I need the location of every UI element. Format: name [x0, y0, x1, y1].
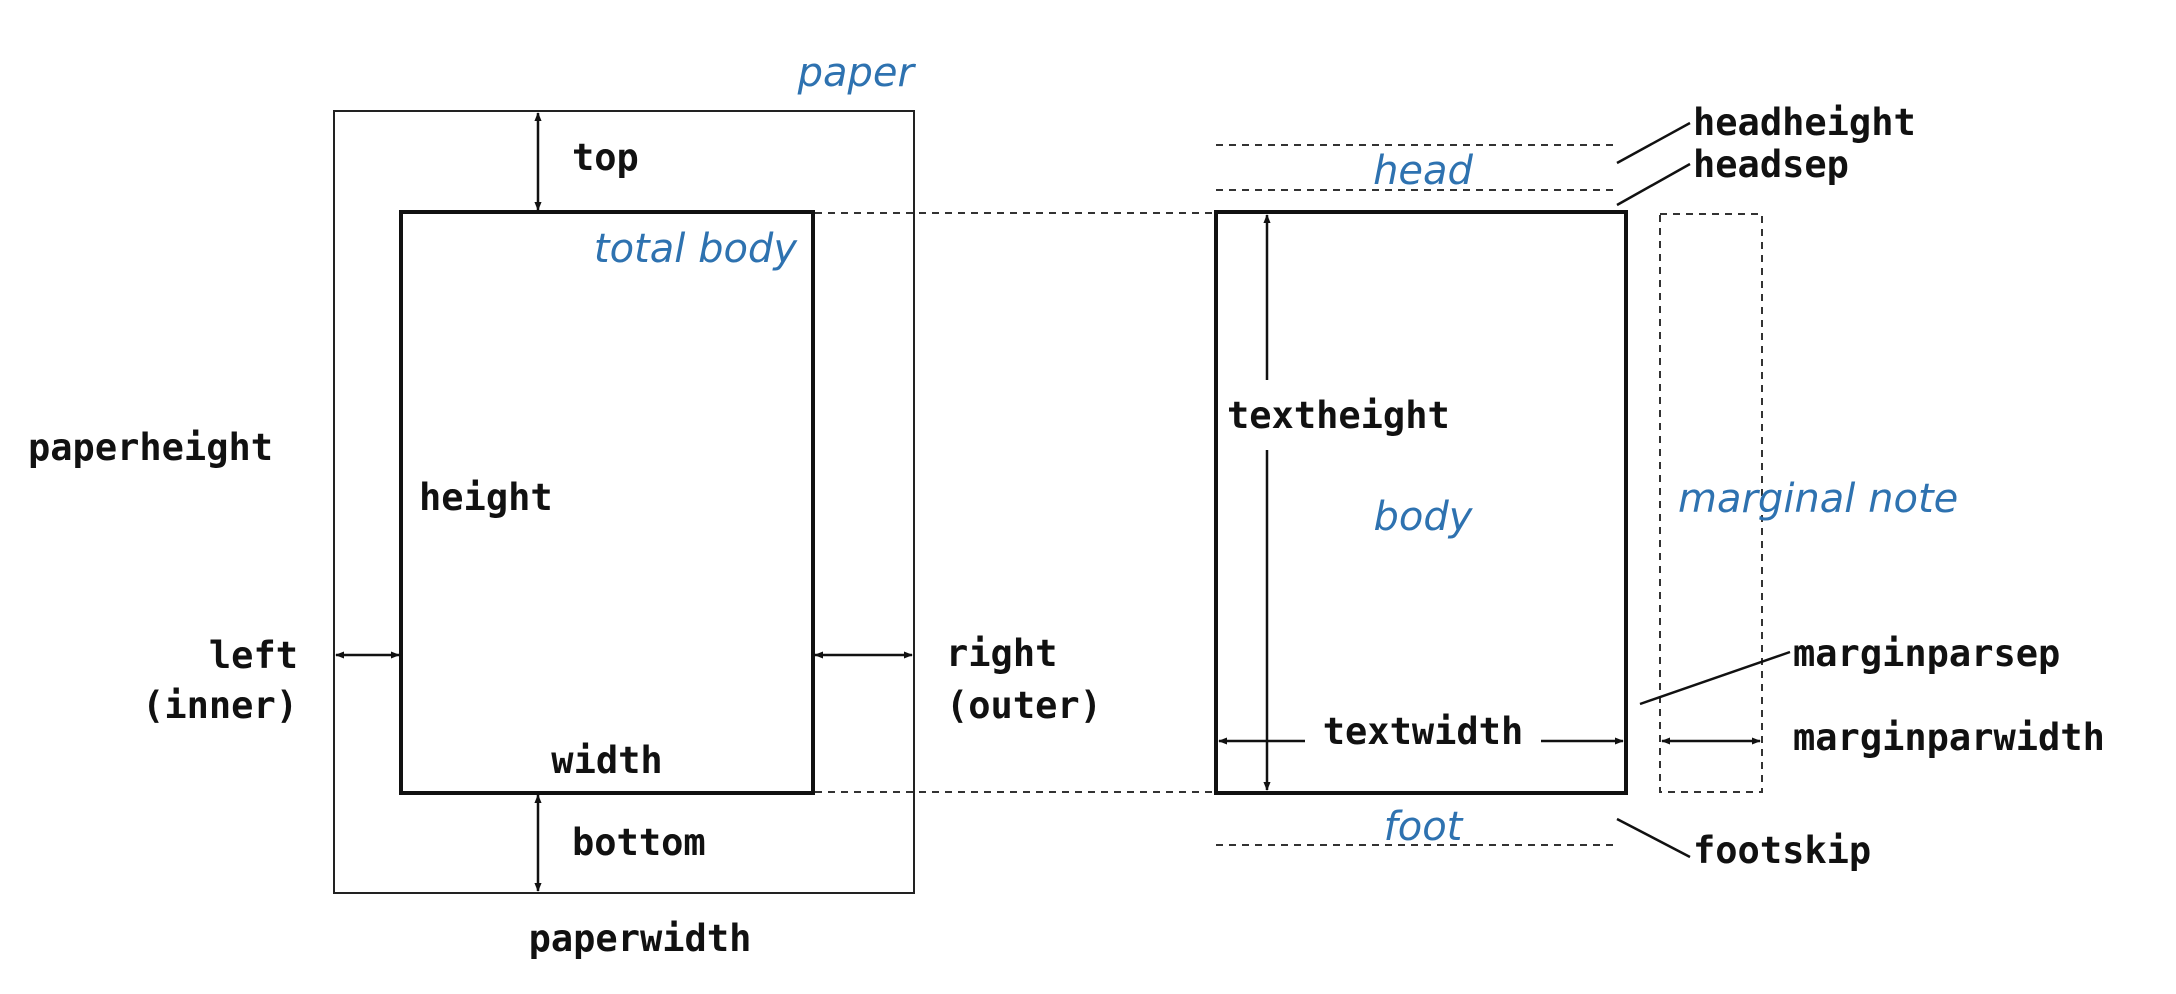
total-body-rect [399, 210, 815, 795]
paper-rect [333, 110, 915, 894]
right-label: right [946, 632, 1057, 675]
marginal-note-label: marginal note [1678, 476, 1958, 522]
textheight-label: textheight [1227, 394, 1450, 437]
top-label: top [572, 136, 639, 179]
marginal-note-rect [1659, 213, 1763, 793]
outer-label: (outer) [946, 684, 1102, 727]
marginparsep-leader [1639, 650, 1791, 706]
headsep-label: headsep [1693, 143, 1849, 186]
marginparwidth-label: marginparwidth [1793, 716, 2105, 759]
left-label: left [209, 634, 298, 677]
body-rect [1214, 210, 1628, 795]
inner-label: (inner) [142, 684, 298, 727]
paperheight-label: paperheight [28, 426, 273, 469]
headheight-label: headheight [1693, 101, 1916, 144]
head-label: head [1373, 148, 1473, 194]
width-label: width [551, 739, 662, 782]
textwidth-label: textwidth [1323, 710, 1523, 753]
paperwidth-label: paperwidth [529, 917, 752, 960]
headsep-leader [1616, 162, 1691, 207]
foot-label: foot [1384, 804, 1464, 850]
height-label: height [419, 476, 553, 519]
headheight-leader [1616, 121, 1691, 165]
footskip-label: footskip [1693, 829, 1871, 872]
bottom-label: bottom [572, 821, 706, 864]
body-label: body [1374, 494, 1474, 540]
paper-label: paper [797, 50, 917, 96]
footskip-leader [1616, 817, 1691, 859]
marginparsep-label: marginparsep [1793, 632, 2060, 675]
total-body-label: total body [594, 226, 798, 272]
